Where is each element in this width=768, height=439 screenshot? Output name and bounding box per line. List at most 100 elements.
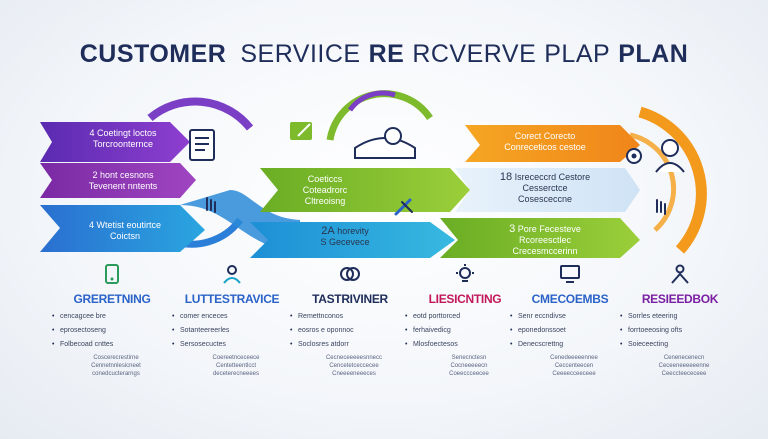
column-list: comer encecesSotanteereerlesSersosecucte… xyxy=(172,312,292,349)
list-item: Mlosfoectesos xyxy=(405,340,525,349)
column-list: Remettnconos eosros e oponnocSoclosres at… xyxy=(290,312,410,349)
detail-line: Coeeccceecee xyxy=(449,371,489,377)
column-heading: TASTRIVINER xyxy=(312,292,388,306)
agent-icon xyxy=(655,139,685,173)
detail-line: Cecneceeeeesnnecc xyxy=(325,355,383,361)
detail-line: Ceccenteecen xyxy=(554,363,594,369)
document-icon xyxy=(189,129,215,161)
list-item: Sotanteereerles xyxy=(172,326,292,335)
column-heading: CMECOEMBS xyxy=(531,292,609,306)
detail-line: Cenedeeeeennee xyxy=(550,355,598,361)
column-6: RESIEEDBOK Sorrles eteering forrtoeeosing … xyxy=(620,262,740,384)
detail-line: Cneeeeneeeces xyxy=(332,371,376,377)
list-item: Soclosres atdorr xyxy=(290,340,410,349)
list-item: Denecscrettng xyxy=(510,340,630,349)
band-stage-7 xyxy=(455,168,640,212)
handshake-icon xyxy=(354,127,416,159)
title-part-1: CUSTOMER xyxy=(79,40,227,68)
title-part-5: PLAP xyxy=(544,40,611,68)
detail-line: deceterecneeees xyxy=(212,371,260,377)
detail-line: Centetteentlcct xyxy=(215,363,257,369)
detail-line: Coereetnceceece xyxy=(212,355,260,361)
band-stage-6 xyxy=(465,125,640,162)
column-2: LUTTESTRAVICE comer encecesSotanteereerle… xyxy=(172,262,292,384)
detail-line: Ceceeneeeeeenne xyxy=(658,363,710,369)
title-part-6: PLAN xyxy=(618,40,689,68)
phone-icon xyxy=(52,262,172,286)
band-stage-2 xyxy=(40,163,196,198)
title-part-4: RCVERVE xyxy=(412,40,537,68)
column-4: LIESICNTINGeotd porttorcedferhaivedicgMl… xyxy=(405,262,525,384)
column-5: CMECOEMBS Senr eccndivse eponedonssoetDene… xyxy=(510,262,630,384)
detail-line: Coscerecrestirne xyxy=(93,355,139,361)
bulb-icon xyxy=(405,262,525,286)
column-heading: LUTTESTRAVICE xyxy=(184,292,280,306)
edit-icon xyxy=(290,122,312,140)
detail-line: Cennetnnlesicneet xyxy=(91,363,141,369)
title-part-2: SERVIICE xyxy=(240,40,361,68)
chat-icon xyxy=(626,148,642,164)
column-heading: GRERETNING xyxy=(73,292,151,306)
middle-arc-green xyxy=(326,90,433,141)
list-item: comer enceces xyxy=(172,312,292,321)
middle-arc-purple xyxy=(347,90,396,112)
column-list: cencagcee bre eprosectosengFolbecoad cntt… xyxy=(52,312,172,349)
column-heading: LIESICNTING xyxy=(428,292,502,306)
column-list: Sorrles eteering forrtoeeosing oftsSoiece… xyxy=(620,312,740,349)
list-item: Remettnconos xyxy=(290,312,410,321)
hand-icon xyxy=(206,197,216,213)
column-heading: RESIEEDBOK xyxy=(641,292,719,306)
detail-line: Ceeeecceeceee xyxy=(552,371,596,377)
list-item: Sersosecuctes xyxy=(172,340,292,349)
column-list: eotd porttorcedferhaivedicgMlosfoectesos xyxy=(405,312,525,349)
list-item: Senr eccndivse xyxy=(510,312,630,321)
title-part-3: RE xyxy=(368,40,405,68)
hand-icon-right xyxy=(656,199,666,215)
band-stage-1 xyxy=(40,122,190,162)
list-item: Sorrles eteering xyxy=(620,312,740,321)
detail-line: Ceeccteececeee xyxy=(661,371,707,377)
detail-line: Senecnctesn xyxy=(451,355,487,361)
detail-line: Cenenecenecn xyxy=(663,355,705,361)
person-icon xyxy=(172,262,292,286)
list-item: forrtoeeosing ofts xyxy=(620,326,740,335)
detail-line: conedcucterarngs xyxy=(92,371,140,377)
list-item: eosros e oponnoc xyxy=(290,326,410,335)
monitor-icon xyxy=(510,262,630,286)
left-arc-purple xyxy=(147,97,254,131)
band-stage-3 xyxy=(40,205,205,252)
list-item: Folbecoad cnttes xyxy=(52,340,172,349)
list-item: ferhaivedicg xyxy=(405,326,525,335)
list-item: cencagcee bre xyxy=(52,312,172,321)
band-stage-4 xyxy=(260,168,470,212)
column-1: GRERETNING cencagcee bre eprosectosengFolb… xyxy=(52,262,172,384)
list-item: eponedonssoet xyxy=(510,326,630,335)
list-item: Soieceecting xyxy=(620,340,740,349)
connect-icon xyxy=(290,262,410,286)
band-stage-8 xyxy=(440,218,640,258)
right-arc-orange-inner xyxy=(629,132,677,232)
detail-line: Cocneeeeecn xyxy=(450,363,488,369)
detail-line: Cencetetceccecee xyxy=(329,363,379,369)
list-item: eprosectoseng xyxy=(52,326,172,335)
band-stage-5 xyxy=(250,222,455,258)
tools-icon xyxy=(394,198,413,216)
feedback-icon xyxy=(620,262,740,286)
column-3: TASTRIVINER Remettnconos eosros e oponnocS… xyxy=(290,262,410,384)
